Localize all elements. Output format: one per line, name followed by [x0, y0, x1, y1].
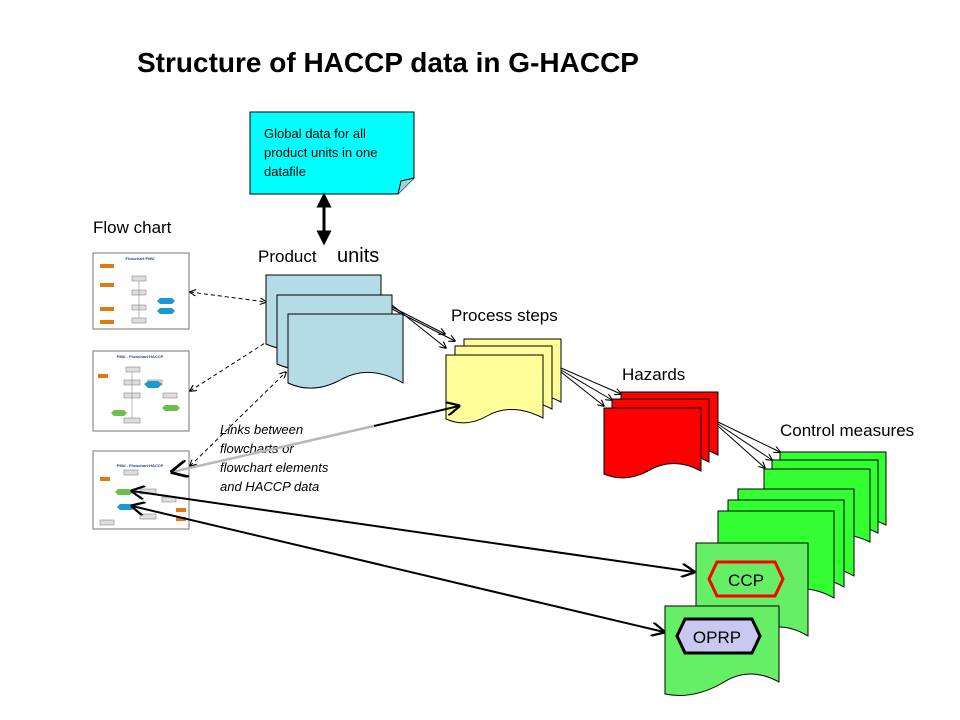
link-dashed-3 [190, 372, 286, 466]
global-note-line-3: datafile [264, 164, 306, 179]
link-thumbnail-process [172, 406, 459, 472]
ccp-badge-text: CCP [728, 571, 764, 590]
link-oprp [132, 506, 664, 632]
process-steps-label: Process steps [451, 306, 558, 325]
flowchart-thumbnail-2: PMU - Flowchart HACCP [92, 350, 190, 432]
svg-text:PMU - Flowchart HACCP: PMU - Flowchart HACCP [117, 463, 164, 468]
product-units-label-a: Product [258, 247, 317, 266]
flowchart-thumbnail-3: PMU - Flowchart HACCP [92, 450, 190, 530]
links-note-line-1: Links between [220, 422, 303, 437]
product-to-process-arrows [391, 304, 455, 348]
oprp-badge-text: OPRP [693, 628, 741, 647]
hazards-label: Hazards [622, 365, 685, 384]
global-note-line-1: Global data for all [264, 126, 366, 141]
product-units-label-b: units [337, 245, 379, 267]
svg-text:Flowchart PMU: Flowchart PMU [126, 256, 155, 261]
global-data-note: Global data for all product units in one… [249, 111, 415, 195]
svg-text:PMU - Flowchart HACCP: PMU - Flowchart HACCP [117, 354, 164, 359]
oprp-badge [675, 617, 762, 655]
links-note-line-3: flowchart elements [220, 460, 329, 475]
ccp-badge [707, 560, 785, 598]
control-measures-label: Control measures [780, 421, 914, 440]
link-ccp [132, 491, 694, 572]
flow-chart-label: Flow chart [93, 218, 172, 237]
hazards-stack [603, 391, 719, 479]
oprp-card: OPRP [664, 605, 780, 696]
hazards-to-control-arrows [717, 421, 780, 468]
links-note-line-4: and HACCP data [220, 479, 319, 494]
links-note-line-2: flowcharts or [220, 441, 294, 456]
process-to-hazards-arrows [560, 367, 621, 406]
product-units-stack [265, 274, 404, 389]
global-note-line-2: product units in one [264, 145, 377, 160]
page-title: Structure of HACCP data in G-HACCP [137, 47, 639, 78]
flowchart-thumbnail-1: Flowchart PMU [92, 252, 190, 330]
link-dashed-2 [190, 336, 276, 391]
process-steps-stack [445, 338, 562, 424]
link-dashed-1 [190, 292, 266, 302]
